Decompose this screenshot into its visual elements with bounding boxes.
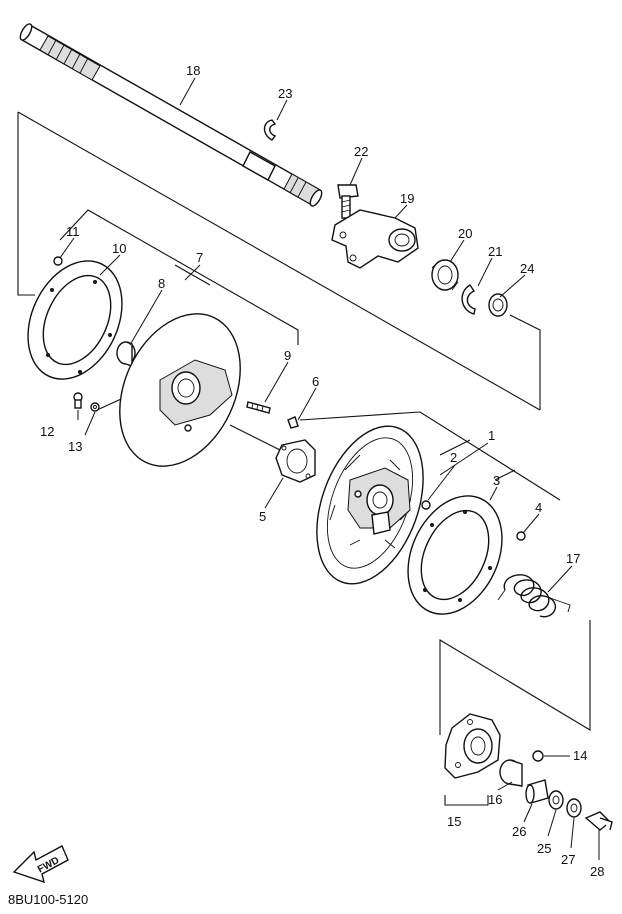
callout-24: 24 bbox=[520, 261, 534, 276]
bolt-part-22 bbox=[337, 184, 359, 219]
callout-6: 6 bbox=[312, 374, 319, 389]
driven-shaft bbox=[19, 23, 323, 207]
cam-part-15 bbox=[444, 713, 501, 779]
washer-part-13 bbox=[90, 402, 100, 412]
callout-11: 11 bbox=[66, 224, 80, 239]
callout-19: 19 bbox=[400, 191, 414, 206]
pin-part-9 bbox=[246, 401, 271, 414]
screw-part-6 bbox=[287, 416, 299, 429]
callout-26: 26 bbox=[512, 824, 526, 839]
oil-seal-part-24 bbox=[488, 293, 508, 317]
callout-3: 3 bbox=[493, 473, 500, 488]
callout-10: 10 bbox=[112, 241, 126, 256]
callout-15: 15 bbox=[447, 814, 461, 829]
callout-17: 17 bbox=[566, 551, 580, 566]
bushing-part-8 bbox=[116, 341, 136, 367]
callout-14: 14 bbox=[573, 748, 587, 763]
callout-18: 18 bbox=[186, 63, 200, 78]
screw-part-11 bbox=[53, 256, 63, 266]
callout-22: 22 bbox=[354, 144, 368, 159]
callout-2: 2 bbox=[450, 450, 457, 465]
screw-part-2 bbox=[421, 500, 431, 510]
bolt-part-28 bbox=[584, 811, 613, 831]
diagram-code: 8BU100-5120 bbox=[8, 892, 88, 907]
nut-part-14 bbox=[532, 750, 544, 762]
collar-part-26 bbox=[525, 779, 549, 804]
washer-part-27 bbox=[566, 798, 582, 818]
spring-part-17 bbox=[497, 574, 571, 618]
callout-5: 5 bbox=[259, 509, 266, 524]
plate-part-10 bbox=[27, 260, 123, 380]
callout-28: 28 bbox=[590, 864, 604, 879]
bearing-holder-part-19 bbox=[331, 209, 419, 269]
leader-lines bbox=[59, 77, 600, 860]
callout-9: 9 bbox=[284, 348, 291, 363]
assembly-bracket-lines bbox=[17, 111, 591, 806]
movable-sheave bbox=[316, 425, 424, 585]
callout-4: 4 bbox=[535, 500, 542, 515]
bolt-part-12 bbox=[73, 392, 83, 409]
callout-23: 23 bbox=[278, 86, 292, 101]
spring-seat-part-5 bbox=[275, 439, 316, 483]
callout-20: 20 bbox=[458, 226, 472, 241]
callout-25: 25 bbox=[537, 841, 551, 856]
circlip-part-23 bbox=[263, 119, 277, 141]
callout-labels: 18 23 22 19 11 10 7 8 20 21 24 9 6 12 13… bbox=[40, 63, 604, 879]
circlip-part-21 bbox=[461, 284, 476, 315]
washer-part-25 bbox=[548, 790, 564, 810]
screw-part-4 bbox=[516, 531, 526, 541]
fixed-sheave-part-7 bbox=[119, 313, 241, 467]
bearing-part-20 bbox=[431, 259, 459, 291]
callout-13: 13 bbox=[68, 439, 82, 454]
callout-8: 8 bbox=[158, 276, 165, 291]
callout-16: 16 bbox=[488, 792, 502, 807]
callout-21: 21 bbox=[488, 244, 502, 259]
callout-7: 7 bbox=[196, 250, 203, 265]
callout-27: 27 bbox=[561, 852, 575, 867]
fwd-arrow-icon: FWD bbox=[12, 845, 69, 884]
plate-part-3 bbox=[407, 495, 503, 615]
callout-1: 1 bbox=[488, 428, 495, 443]
bushing-part-16 bbox=[499, 759, 523, 787]
callout-12: 12 bbox=[40, 424, 54, 439]
